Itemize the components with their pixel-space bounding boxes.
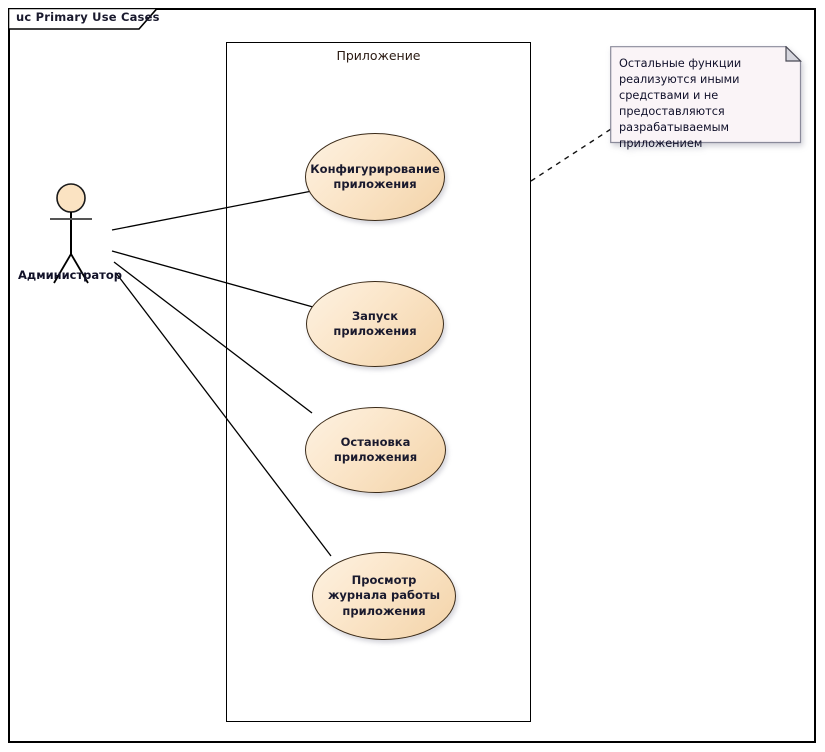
diagram-note[interactable]: Остальные функции реализуются иными сред…: [610, 46, 802, 150]
use-case-view-log[interactable]: Просмотр журнала работы приложения: [312, 552, 456, 640]
system-boundary-label: Приложение: [336, 48, 421, 63]
note-folded-corner-icon: [785, 46, 802, 62]
actor-label: Администратор: [18, 268, 122, 282]
diagram-frame-label: uc Primary Use Cases: [16, 10, 160, 24]
actor-administrator[interactable]: [20, 180, 150, 285]
diagram-frame-border: [8, 8, 816, 743]
use-case-configure[interactable]: Конфигурирование приложения: [305, 133, 445, 221]
note-text: Остальные функции реализуются иными сред…: [619, 57, 742, 151]
use-case-label: Запуск приложения: [333, 308, 417, 338]
use-case-start[interactable]: Запуск приложения: [306, 281, 444, 367]
use-case-label: Остановка приложения: [333, 434, 418, 464]
diagram-frame-tab: [8, 8, 158, 30]
use-case-label: Просмотр журнала работы приложения: [327, 573, 441, 618]
use-case-stop[interactable]: Остановка приложения: [305, 407, 446, 493]
actor-stick-figure-icon: [50, 183, 92, 284]
use-case-label: Конфигурирование приложения: [310, 161, 440, 191]
